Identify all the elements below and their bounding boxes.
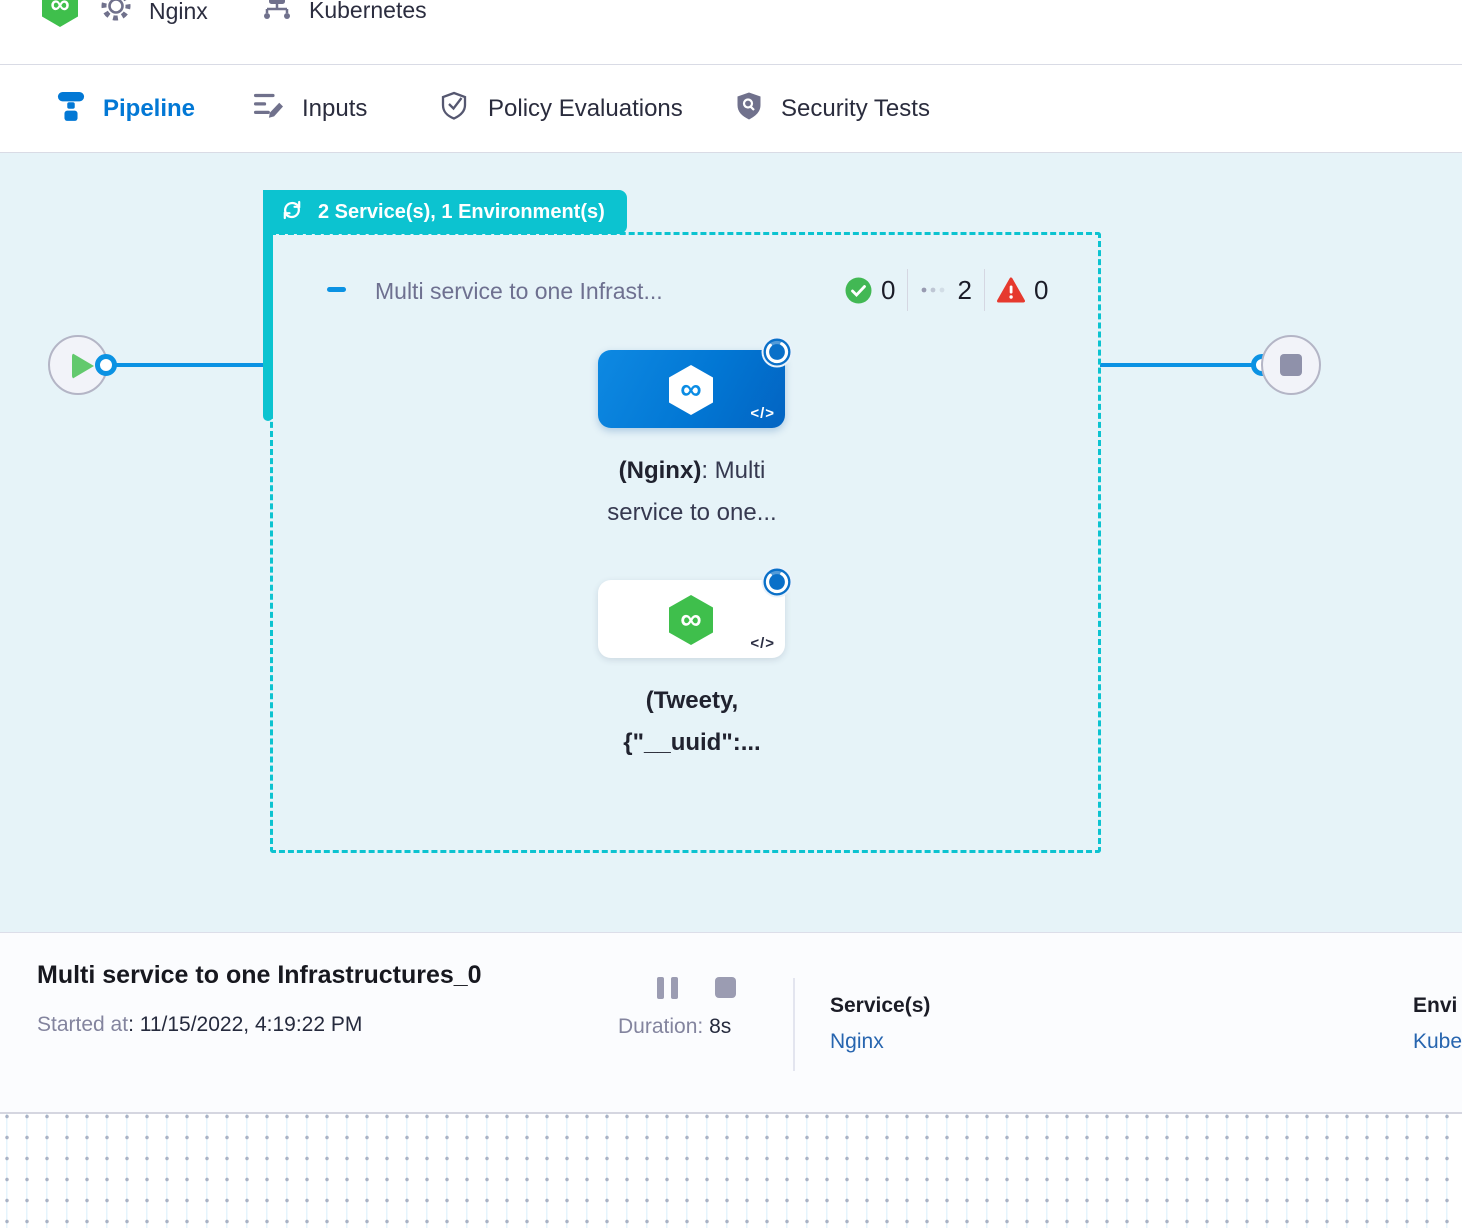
stage-label-nginx[interactable]: (Nginx): Multi service to one...	[607, 457, 777, 526]
service-chip-label: Nginx	[149, 0, 208, 24]
harness-service-logo-icon: ∞	[40, 0, 80, 33]
started-at-label: Started at	[37, 1013, 129, 1036]
started-at-line: Started at: 11/15/2022, 4:19:22 PM	[37, 1013, 362, 1037]
services-link[interactable]: Nginx	[830, 1030, 884, 1053]
footer-environments-column: Envi Kube	[1413, 994, 1462, 1054]
canvas-grid-area	[0, 1112, 1462, 1228]
tab-security-tests-label: Security Tests	[781, 94, 930, 122]
loop-icon	[279, 198, 305, 227]
harness-logo-green-icon: ∞	[664, 593, 718, 652]
running-dots-icon	[920, 285, 948, 295]
pause-execution-button[interactable]	[657, 977, 678, 999]
execution-header: ∞ Nginx Kubernetes	[0, 0, 1462, 65]
duration-label: Duration:	[618, 1015, 704, 1038]
pipeline-end-node[interactable]	[1261, 335, 1321, 395]
execution-title: Multi service to one Infrastructures_0	[37, 961, 482, 989]
execution-footer: Multi service to one Infrastructures_0 S…	[0, 932, 1462, 1112]
shield-search-icon	[735, 91, 763, 126]
connector-dot-left	[95, 354, 117, 376]
footer-divider	[793, 978, 795, 1071]
success-count: 0	[881, 274, 896, 305]
duration-value: 8s	[709, 1015, 732, 1038]
stop-execution-button[interactable]	[715, 977, 736, 998]
duration-line: Duration: 8s	[618, 1015, 731, 1039]
counter-divider	[983, 269, 985, 311]
environment-icon	[261, 0, 293, 30]
footer-services-column: Service(s) Nginx	[830, 994, 930, 1054]
svg-text:∞: ∞	[50, 0, 69, 19]
tab-inputs-label: Inputs	[302, 94, 368, 122]
services-environments-badge-label: 2 Service(s), 1 Environment(s)	[318, 200, 605, 223]
svg-text:∞: ∞	[680, 603, 701, 636]
breadcrumb-environment-chip[interactable]: Kubernetes	[261, 0, 427, 30]
environments-label: Envi	[1413, 994, 1458, 1017]
svg-text:∞: ∞	[680, 373, 701, 406]
tab-policy-evaluations[interactable]: Policy Evaluations	[440, 65, 683, 152]
failed-warning-icon	[996, 277, 1025, 304]
stage-group-container	[270, 232, 1101, 853]
tab-pipeline-label: Pipeline	[103, 94, 196, 122]
pipeline-icon	[57, 90, 85, 127]
tab-bar: Pipeline Inputs Policy Evaluations	[0, 65, 1462, 219]
stage-label-tweety[interactable]: (Tweety, {"__uuid":...	[623, 687, 761, 756]
stage-group-title: Multi service to one Infrast...	[375, 278, 663, 304]
connector-line-left	[106, 363, 264, 367]
environment-chip-label: Kubernetes	[309, 0, 427, 23]
tab-security-tests[interactable]: Security Tests	[735, 65, 930, 152]
tab-inputs[interactable]: Inputs	[252, 65, 367, 152]
gear-icon	[99, 0, 133, 31]
failed-count: 0	[1033, 274, 1049, 305]
environments-link[interactable]: Kube	[1413, 1030, 1462, 1053]
code-icon: </>	[750, 405, 775, 422]
code-icon: </>	[750, 635, 775, 652]
tab-policy-evaluations-label: Policy Evaluations	[488, 94, 683, 122]
stage-group-selection-bar	[263, 190, 273, 421]
running-spinner-badge	[761, 566, 793, 603]
stage-card-tweety[interactable]: ∞ </>	[598, 566, 793, 658]
shield-check-icon	[440, 90, 470, 127]
play-icon	[72, 353, 94, 379]
services-environments-badge[interactable]: 2 Service(s), 1 Environment(s)	[263, 190, 627, 234]
running-spinner-badge	[761, 336, 793, 373]
counter-divider	[907, 269, 909, 311]
collapse-group-icon[interactable]	[327, 287, 346, 292]
pipeline-canvas: 2 Service(s), 1 Environment(s) Multi ser…	[0, 153, 1462, 932]
breadcrumb-service-chip[interactable]: Nginx	[99, 0, 208, 31]
started-at-value: : 11/15/2022, 4:19:22 PM	[128, 1013, 363, 1036]
inputs-edit-icon	[252, 91, 284, 126]
stage-card-nginx[interactable]: ∞ </>	[598, 336, 793, 428]
connector-line-right	[1100, 363, 1262, 367]
success-check-icon	[845, 277, 872, 304]
tab-pipeline[interactable]: Pipeline	[57, 65, 195, 152]
stage-status-counters: 0 2 0	[845, 269, 1049, 311]
harness-logo-white-icon: ∞	[664, 363, 718, 422]
running-count: 2	[957, 274, 972, 305]
services-label: Service(s)	[830, 994, 931, 1017]
stop-icon	[1280, 354, 1302, 376]
